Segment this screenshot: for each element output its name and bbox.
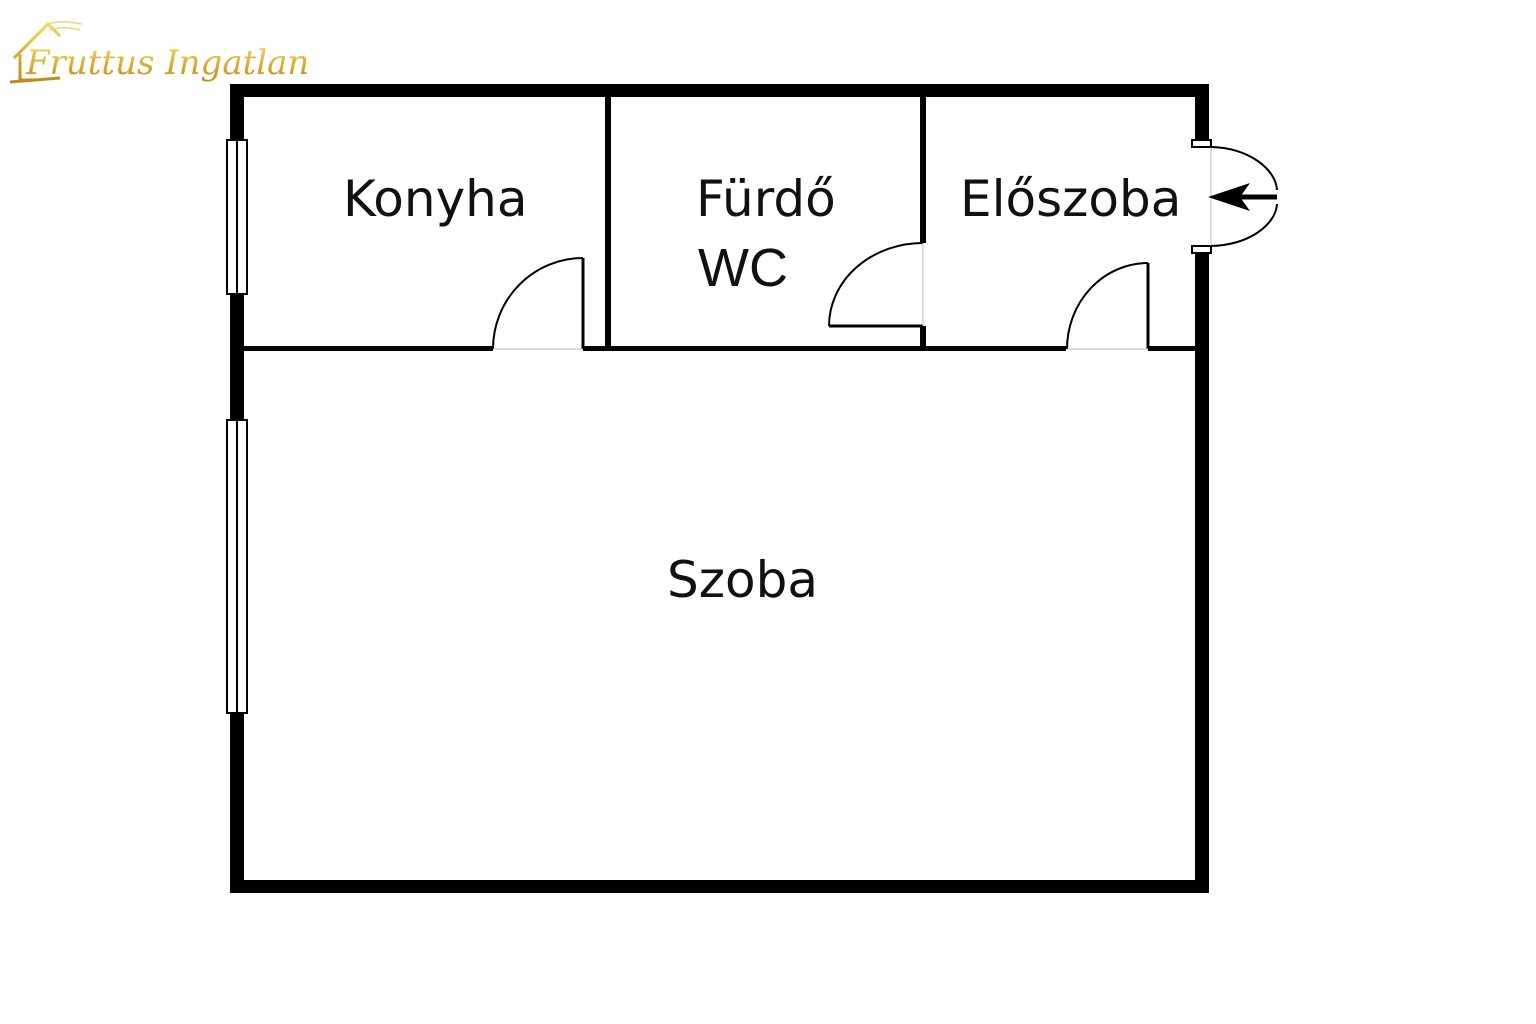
room-label-eloszoba: Előszoba: [960, 170, 1181, 228]
door-kitchen: [492, 257, 585, 350]
entrance-door: [1191, 139, 1278, 254]
logo: Fruttus Ingatlan: [9, 20, 309, 84]
room-label-szoba: Szoba: [667, 551, 818, 609]
arrow-left-icon: [1208, 183, 1277, 211]
outer-walls: [230, 84, 1209, 893]
doors: [492, 139, 1278, 350]
door-hall: [1066, 262, 1150, 350]
logo-text: Fruttus Ingatlan: [25, 43, 309, 83]
room-label-konyha: Konyha: [343, 170, 528, 228]
windows: [226, 139, 248, 714]
door-bathroom: [828, 242, 924, 328]
interior-walls: [244, 97, 1195, 351]
room-label-furdo: Fürdő: [696, 170, 836, 228]
room-label-wc: WC: [698, 238, 788, 298]
